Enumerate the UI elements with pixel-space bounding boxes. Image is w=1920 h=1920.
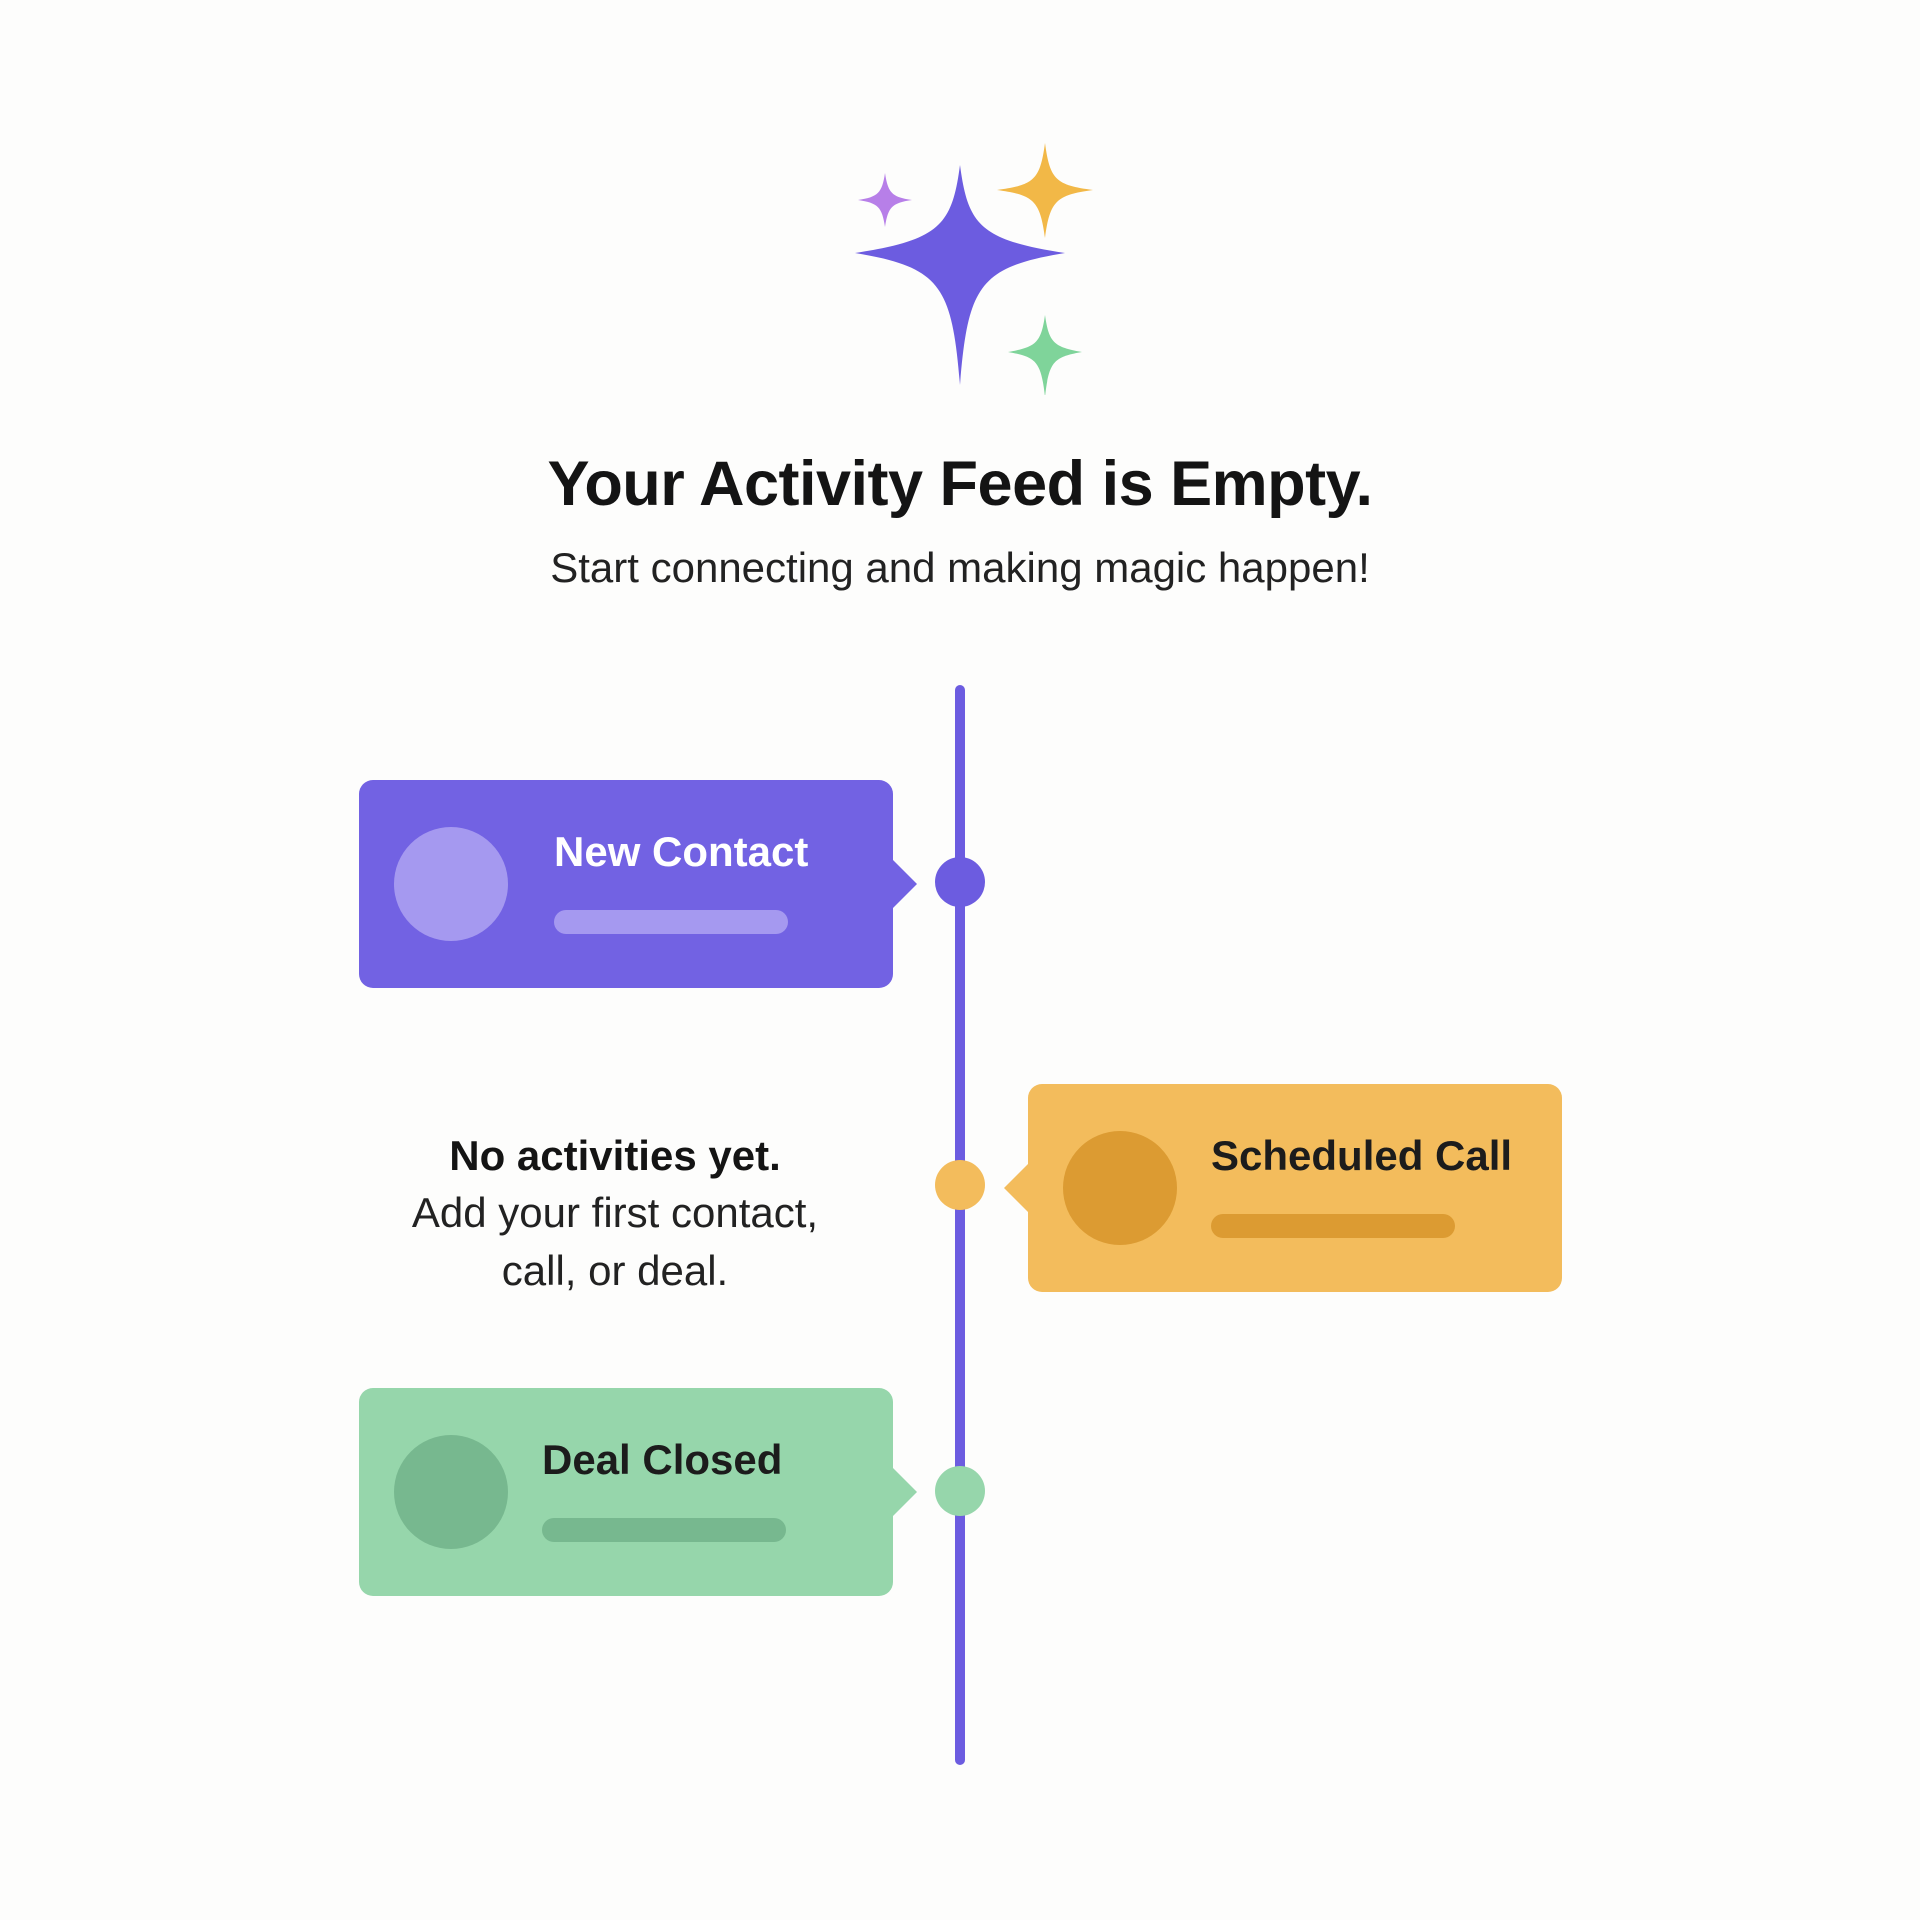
timeline-node-call: [935, 1160, 985, 1210]
small-sparkle-icon: [858, 173, 912, 227]
page-subtitle: Start connecting and making magic happen…: [550, 544, 1370, 591]
timeline-card-deal-closed: Deal Closed: [359, 1388, 917, 1596]
empty-state-line-2: call, or deal.: [501, 1247, 729, 1294]
card-pointer: [1004, 1164, 1028, 1212]
avatar-placeholder: [1063, 1131, 1177, 1245]
card-pointer: [893, 860, 917, 908]
page-title: Your Activity Feed is Empty.: [547, 449, 1373, 519]
empty-state-message: No activities yet. Add your first contac…: [340, 1128, 890, 1300]
timeline-node-deal: [935, 1466, 985, 1516]
empty-state-line-1: Add your first contact,: [411, 1189, 819, 1236]
skeleton-bar: [1211, 1214, 1455, 1238]
timeline-card-scheduled-call: Scheduled Call: [1004, 1084, 1562, 1292]
timeline-line: [955, 685, 965, 1765]
green-sparkle-icon: [1008, 315, 1082, 395]
card-title: Scheduled Call: [1211, 1132, 1513, 1179]
skeleton-bar: [554, 910, 788, 934]
skeleton-bar: [542, 1518, 786, 1542]
card-title: Deal Closed: [542, 1436, 783, 1483]
avatar-placeholder: [394, 1435, 508, 1549]
empty-state-heading: No activities yet.: [449, 1132, 781, 1179]
card-title: New Contact: [554, 828, 809, 875]
avatar-placeholder: [394, 827, 508, 941]
large-sparkle-icon: [855, 165, 1065, 385]
sparkles-icon: [855, 143, 1093, 395]
timeline-node-contact: [935, 857, 985, 907]
timeline-card-new-contact: New Contact: [359, 780, 917, 988]
medium-sparkle-icon: [997, 143, 1093, 238]
card-pointer: [893, 1468, 917, 1516]
